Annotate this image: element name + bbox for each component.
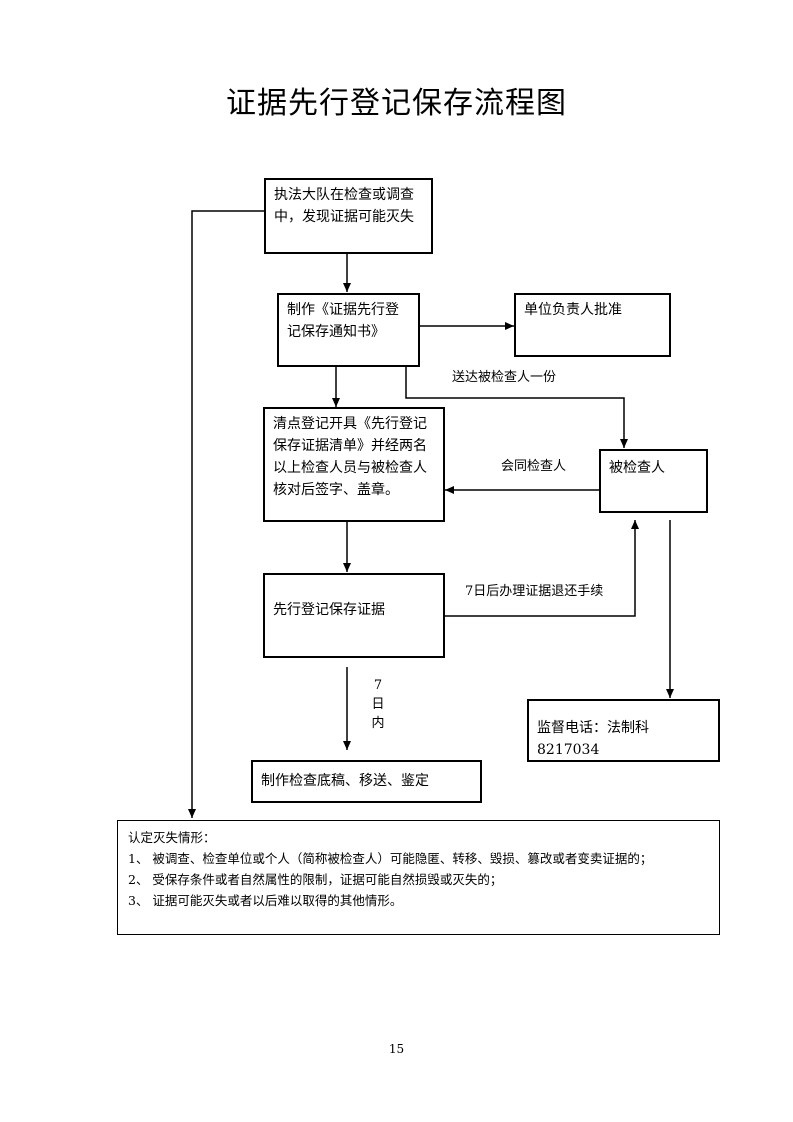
criteria-item: 1、 被调查、检查单位或个人（简称被检查人）可能隐匿、转移、毁损、篡改或者变卖证… bbox=[128, 851, 653, 866]
criteria-heading: 认定灭失情形： bbox=[128, 830, 216, 845]
edge-label-deliver: 送达被检查人一份 bbox=[452, 370, 557, 385]
criteria-item: 3、 证据可能灭失或者以后难以取得的其他情形。 bbox=[128, 893, 403, 908]
node-discover: 执法大队在检查或调查中，发现证据可能灭失 bbox=[264, 178, 433, 254]
node-supervise: 监督电话：法制科 8217034 bbox=[527, 699, 720, 762]
node-preserve: 先行登记保存证据 bbox=[263, 573, 445, 658]
criteria-item: 2、 受保存条件或者自然属性的限制，证据可能自然损毁或灭失的； bbox=[128, 872, 503, 887]
edge-label-within-7-days: 7 日 内 bbox=[371, 678, 385, 731]
edge-label-jointly: 会同检查人 bbox=[501, 459, 567, 474]
node-inspected: 被检查人 bbox=[599, 449, 708, 513]
arrow-preserve-to-inspected bbox=[443, 520, 639, 617]
criteria-box: 认定灭失情形： 1、 被调查、检查单位或个人（简称被检查人）可能隐匿、转移、毁损… bbox=[117, 820, 720, 935]
node-approve: 单位负责人批准 bbox=[514, 293, 671, 357]
node-handle: 制作检查底稿、移送、鉴定 bbox=[251, 760, 482, 803]
arrow-discover-to-criteria bbox=[188, 210, 264, 818]
page-number: 15 bbox=[388, 1042, 405, 1056]
edge-label-return: 7日后办理证据退还手续 bbox=[465, 584, 604, 599]
node-notice: 制作《证据先行登记保存通知书》 bbox=[277, 293, 420, 367]
node-inventory: 清点登记开具《先行登记保存证据清单》并经两名以上检查人员与被检查人核对后签字、盖… bbox=[263, 407, 445, 522]
page-title: 证据先行登记保存流程图 bbox=[226, 86, 567, 121]
